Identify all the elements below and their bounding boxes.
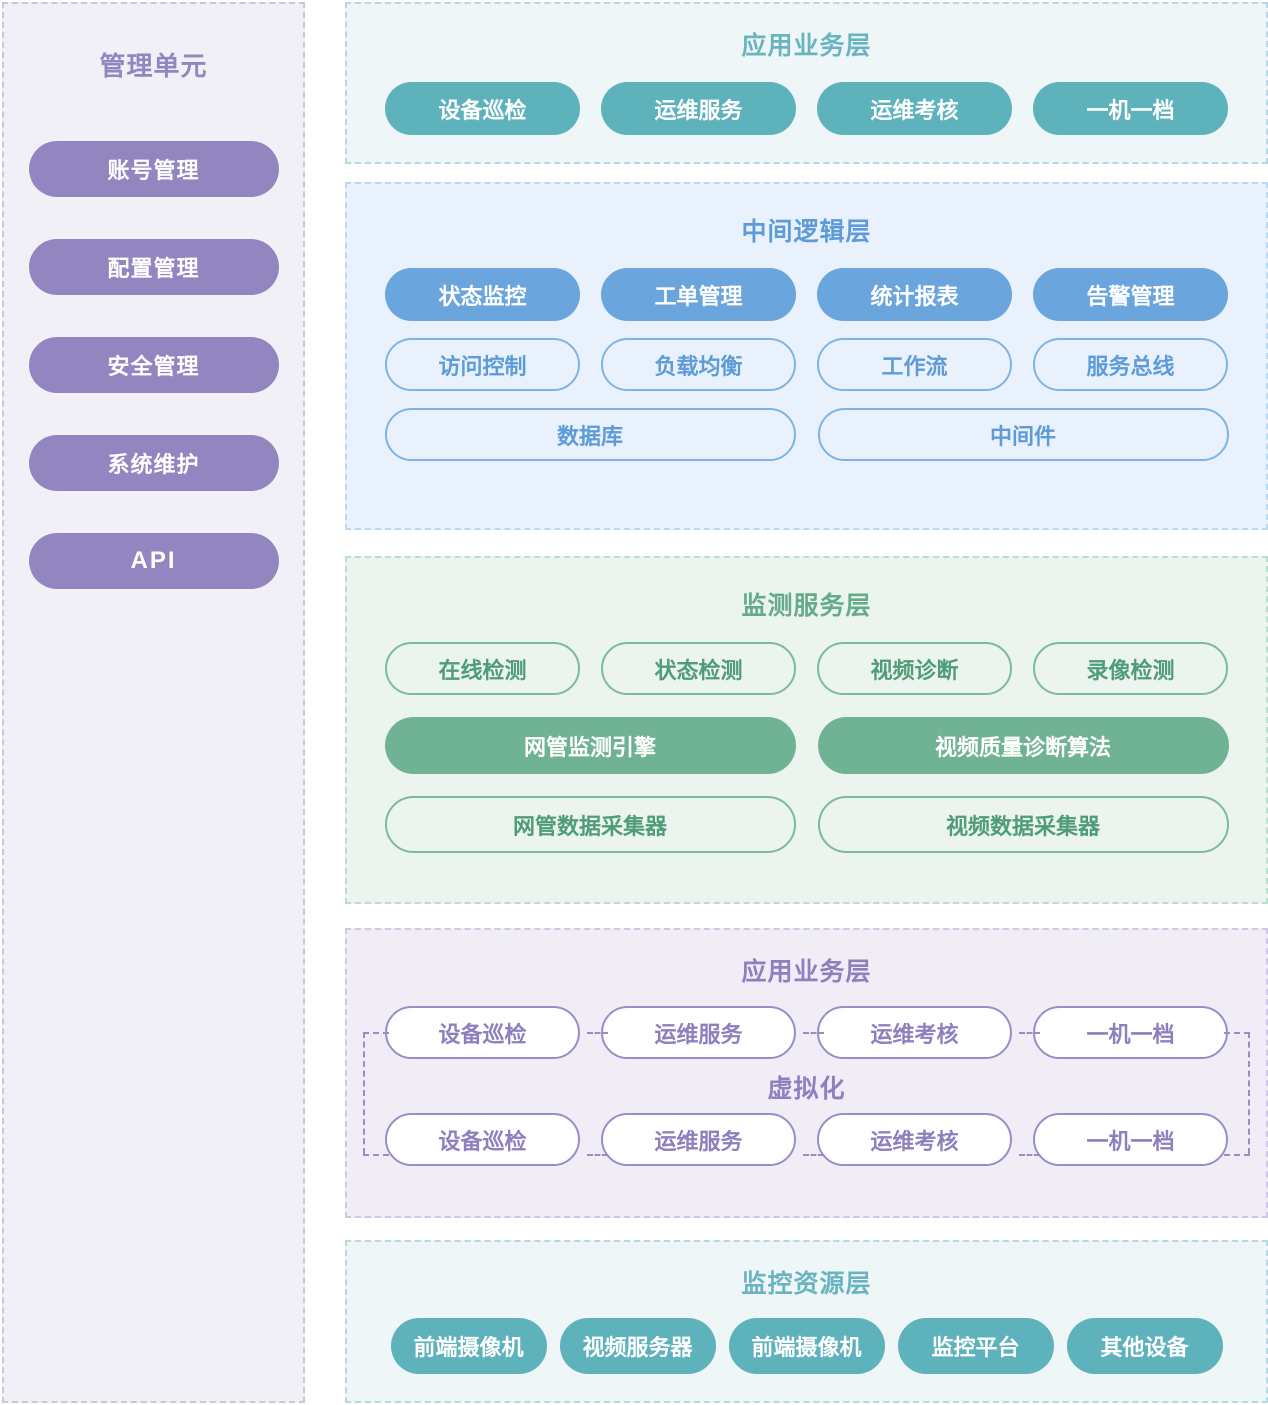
layer-title-middle-logic: 中间逻辑层 (741, 218, 872, 246)
sidebar-item-api[interactable]: API (28, 533, 279, 589)
pill-status-detection[interactable]: 状态检测 (601, 642, 796, 695)
layer-title-application-business-virtual: 应用业务层 (741, 958, 872, 986)
virtualization-group: 设备巡检 运维服务 运维考核 一机一档 虚拟化 设备巡检 运维服务 运维考核 一… (345, 988, 1268, 1166)
connector-row-b-2 (803, 1154, 824, 1156)
pill-front-end-camera-1[interactable]: 前端摄像机 (390, 1318, 547, 1374)
pill-database[interactable]: 数据库 (384, 408, 796, 461)
layer-row-tertiary: 数据库 中间件 (347, 408, 1266, 461)
layer-row-secondary: 设备巡检 运维服务 运维考核 一机一档 (345, 1113, 1268, 1166)
layer-row: 设备巡检 运维服务 运维考核 一机一档 (347, 82, 1266, 135)
pill-om-service-virtual-2[interactable]: 运维服务 (601, 1113, 796, 1166)
pill-device-inspection-virtual-2[interactable]: 设备巡检 (385, 1113, 580, 1166)
layer-row-primary: 设备巡检 运维服务 运维考核 一机一档 (345, 1006, 1268, 1059)
connector-row-b-1 (587, 1154, 608, 1156)
layer-row-secondary: 访问控制 负载均衡 工作流 服务总线 (347, 338, 1266, 391)
connector-left-vertical (363, 1032, 365, 1154)
sidebar-item-account-management[interactable]: 账号管理 (28, 141, 279, 197)
pill-om-service-virtual[interactable]: 运维服务 (601, 1006, 796, 1059)
layer-row-primary: 状态监控 工单管理 统计报表 告警管理 (347, 268, 1266, 321)
connector-left-bottom (363, 1154, 389, 1156)
pill-one-machine-one-file[interactable]: 一机一档 (1033, 82, 1228, 135)
layer-row: 前端摄像机 视频服务器 前端摄像机 监控平台 其他设备 (347, 1318, 1266, 1374)
layer-title-monitoring-resource: 监控资源层 (741, 1270, 872, 1298)
pill-statistical-report[interactable]: 统计报表 (817, 268, 1012, 321)
sidebar-item-system-maintenance[interactable]: 系统维护 (28, 435, 279, 491)
pill-recording-detection[interactable]: 录像检测 (1033, 642, 1228, 695)
connector-right-top (1224, 1032, 1250, 1034)
connector-left-top (363, 1032, 389, 1034)
pill-work-order-management[interactable]: 工单管理 (601, 268, 796, 321)
pill-device-inspection-virtual[interactable]: 设备巡检 (385, 1006, 580, 1059)
connector-row-b-3 (1019, 1154, 1040, 1156)
pill-other-devices[interactable]: 其他设备 (1066, 1318, 1223, 1374)
connector-row-a-1 (587, 1032, 608, 1034)
connector-row-a-3 (1019, 1032, 1040, 1034)
pill-video-diagnosis[interactable]: 视频诊断 (817, 642, 1012, 695)
pill-om-service[interactable]: 运维服务 (601, 82, 796, 135)
pill-video-quality-diagnosis-algorithm[interactable]: 视频质量诊断算法 (817, 717, 1229, 774)
pill-alarm-management[interactable]: 告警管理 (1033, 268, 1228, 321)
pill-video-data-collector[interactable]: 视频数据采集器 (817, 796, 1229, 853)
pill-one-machine-one-file-virtual[interactable]: 一机一档 (1033, 1006, 1228, 1059)
connector-right-bottom (1224, 1154, 1250, 1156)
sidebar-item-security-management[interactable]: 安全管理 (28, 337, 279, 393)
layer-row-tertiary: 网管数据采集器 视频数据采集器 (347, 796, 1266, 853)
layer-virtualization: 应用业务层 设备巡检 运维服务 (345, 928, 1268, 1218)
layer-row-secondary: 网管监测引擎 视频质量诊断算法 (347, 717, 1266, 774)
pill-network-monitoring-engine[interactable]: 网管监测引擎 (384, 717, 796, 774)
layer-middle-logic: 中间逻辑层 状态监控 工单管理 统计报表 告警管理 访问控制 负载均衡 工作流 … (345, 182, 1268, 530)
pill-service-bus[interactable]: 服务总线 (1033, 338, 1228, 391)
pill-status-monitoring[interactable]: 状态监控 (385, 268, 580, 321)
management-unit-panel: 管理单元 账号管理 配置管理 安全管理 系统维护 API (2, 2, 305, 1403)
layer-row-primary: 在线检测 状态检测 视频诊断 录像检测 (347, 642, 1266, 695)
sidebar-item-config-management[interactable]: 配置管理 (28, 239, 279, 295)
connector-right-vertical (1248, 1032, 1250, 1154)
sidebar-item-list: 账号管理 配置管理 安全管理 系统维护 API (4, 141, 303, 589)
pill-workflow[interactable]: 工作流 (817, 338, 1012, 391)
pill-middleware[interactable]: 中间件 (817, 408, 1229, 461)
pill-access-control[interactable]: 访问控制 (385, 338, 580, 391)
sidebar-title: 管理单元 (99, 51, 208, 81)
pill-om-assessment-virtual[interactable]: 运维考核 (817, 1006, 1012, 1059)
pill-om-assessment[interactable]: 运维考核 (817, 82, 1012, 135)
pill-network-data-collector[interactable]: 网管数据采集器 (384, 796, 796, 853)
layer-monitoring-service: 监测服务层 在线检测 状态检测 视频诊断 录像检测 网管监测引擎 视频质量诊断算… (345, 556, 1268, 904)
layer-stack: 应用业务层 设备巡检 运维服务 运维考核 一机一档 中间逻辑层 状态监控 工单管… (345, 0, 1268, 1405)
pill-device-inspection[interactable]: 设备巡检 (385, 82, 580, 135)
layer-subtitle-virtualization: 虚拟化 (767, 1075, 846, 1103)
layer-title-application-business-top: 应用业务层 (741, 32, 872, 60)
pill-monitoring-platform[interactable]: 监控平台 (897, 1318, 1054, 1374)
pill-front-end-camera-2[interactable]: 前端摄像机 (728, 1318, 885, 1374)
layer-application-business-top: 应用业务层 设备巡检 运维服务 运维考核 一机一档 (345, 2, 1268, 164)
pill-load-balancing[interactable]: 负载均衡 (601, 338, 796, 391)
connector-row-a-2 (803, 1032, 824, 1034)
pill-om-assessment-virtual-2[interactable]: 运维考核 (817, 1113, 1012, 1166)
pill-one-machine-one-file-virtual-2[interactable]: 一机一档 (1033, 1113, 1228, 1166)
layer-title-monitoring-service: 监测服务层 (741, 592, 872, 620)
pill-video-server[interactable]: 视频服务器 (559, 1318, 716, 1374)
layer-monitoring-resource: 监控资源层 前端摄像机 视频服务器 前端摄像机 监控平台 其他设备 (345, 1240, 1268, 1403)
pill-online-detection[interactable]: 在线检测 (385, 642, 580, 695)
